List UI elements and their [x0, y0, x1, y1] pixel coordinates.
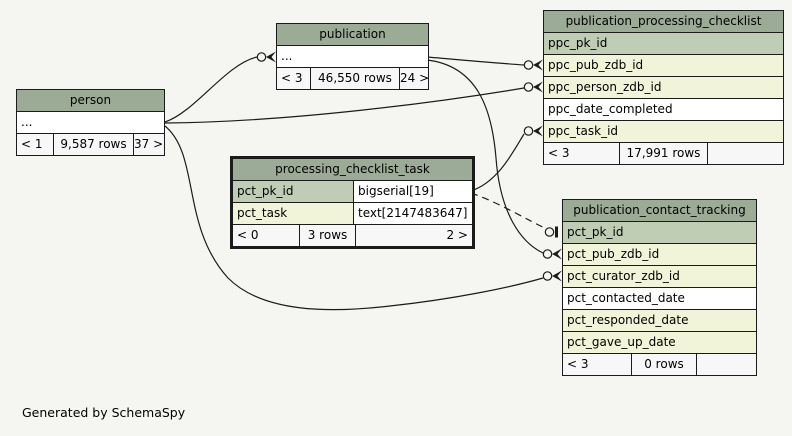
column-row-ppc-pub-zdb-id: ppc_pub_zdb_id	[544, 55, 783, 77]
column-row-ppc-date-completed: ppc_date_completed	[544, 99, 783, 121]
footer-center: 17,991 rows	[620, 143, 708, 164]
connector-processing_checklist_task-to-pct_pk_id-implied	[470, 192, 558, 238]
zero-cardinality-circle-icon	[523, 126, 534, 136]
column-row--: ...	[277, 46, 428, 68]
zero-cardinality-circle-icon	[256, 52, 267, 62]
footer-right[interactable]: 2 >	[446, 228, 468, 242]
column-row-pct-responded-date: pct_responded_date	[563, 310, 756, 332]
zero-cardinality-circle-icon	[542, 271, 553, 281]
column-name: ppc_pk_id	[548, 36, 608, 50]
zero-cardinality-circle-icon	[523, 82, 534, 92]
column-row-ppc-task-id: ppc_task_id	[544, 121, 783, 143]
column-name: ppc_pub_zdb_id	[548, 58, 644, 72]
column-name: ppc_date_completed	[548, 102, 673, 116]
column-name: pct_task	[233, 203, 354, 224]
footer-center: 46,550 rows	[311, 68, 400, 89]
connector-person-to-pct_curator_zdb_id	[164, 125, 562, 311]
column-name: pct_curator_zdb_id	[567, 269, 680, 283]
crow-foot-arrow-icon	[552, 248, 562, 260]
zero-cardinality-circle-icon	[544, 227, 555, 237]
column-type: text[2147483647]	[354, 203, 472, 224]
connector-publication-to-ppc_pub_zdb_id	[426, 56, 543, 71]
footer-center: 0 rows	[632, 354, 697, 375]
crow-foot-arrow-icon	[266, 51, 276, 63]
footer-left[interactable]: < 0	[233, 225, 300, 246]
crow-foot-arrow-icon	[533, 125, 543, 137]
crow-foot-arrow-icon	[533, 81, 543, 93]
crow-foot-arrow-icon	[533, 59, 543, 71]
column-name: pct_gave_up_date	[567, 335, 676, 349]
column-row-pct-curator-zdb-id: pct_curator_zdb_id	[563, 266, 756, 288]
connector-person-to-ppc_person_zdb_id	[164, 81, 543, 124]
column-row-pct-contacted-date: pct_contacted_date	[563, 288, 756, 310]
one-cardinality-bar-icon	[555, 226, 558, 238]
column-name: pct_contacted_date	[567, 291, 685, 305]
footer-right[interactable]: 37 >	[134, 137, 164, 151]
column-name: ppc_task_id	[548, 124, 619, 138]
column-row-ppc-pk-id: ppc_pk_id	[544, 33, 783, 55]
table-title[interactable]: publication_processing_checklist	[544, 11, 783, 33]
table-title[interactable]: person	[17, 90, 164, 112]
generated-by-note: Generated by SchemaSpy	[22, 405, 186, 420]
footer-right[interactable]: 24 >	[400, 71, 428, 85]
table-publication_processing_checklist[interactable]: publication_processing_checklist ppc_pk_i…	[543, 10, 784, 165]
column-row--: ...	[17, 112, 164, 134]
column-name: pct_pub_zdb_id	[567, 247, 660, 261]
column-name: pct_pk_id	[567, 225, 624, 239]
footer-center: 3 rows	[300, 225, 356, 246]
column-name: ...	[21, 115, 33, 129]
column-row-pct-pub-zdb-id: pct_pub_zdb_id	[563, 244, 756, 266]
zero-cardinality-circle-icon	[523, 60, 534, 70]
zero-cardinality-circle-icon	[542, 249, 553, 259]
column-name: ppc_person_zdb_id	[548, 80, 662, 94]
table-title[interactable]: publication_contact_tracking	[563, 200, 756, 222]
footer-right[interactable]	[697, 354, 756, 375]
column-name: ...	[281, 49, 293, 63]
connector-processing_checklist_task-to-ppc_task_id	[470, 125, 543, 192]
connector-person-to-publication	[164, 51, 276, 123]
column-row-pct-gave-up-date: pct_gave_up_date	[563, 332, 756, 354]
table-title[interactable]: processing_checklist_task	[233, 159, 472, 181]
column-row-pct-pk-id: pct_pk_id	[563, 222, 756, 244]
column-name: pct_responded_date	[567, 313, 689, 327]
crow-foot-arrow-icon	[552, 270, 562, 282]
footer-left[interactable]: < 3	[544, 143, 620, 164]
column-type: bigserial[19]	[354, 181, 472, 202]
table-title[interactable]: publication	[277, 24, 428, 46]
footer-left[interactable]: < 3	[277, 68, 311, 89]
footer-center: 9,587 rows	[54, 134, 134, 155]
connector-publication-to-pct_pub_zdb_id	[426, 59, 562, 260]
footer-left[interactable]: < 3	[563, 354, 632, 375]
column-row-ppc-person-zdb-id: ppc_person_zdb_id	[544, 77, 783, 99]
footer-left[interactable]: < 1	[17, 134, 54, 155]
column-name: pct_pk_id	[233, 181, 354, 202]
footer-right[interactable]	[708, 143, 783, 164]
